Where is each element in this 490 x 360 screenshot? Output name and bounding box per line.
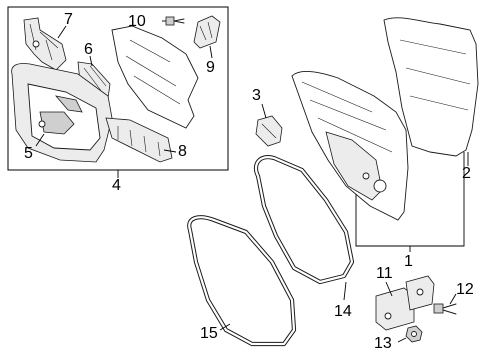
part-10-bolt	[165, 16, 185, 26]
part-7-bracket	[23, 17, 67, 71]
callout-3: 3	[252, 87, 261, 104]
leader-5	[35, 133, 45, 147]
leader-6	[89, 55, 93, 67]
part-5-trim-panel	[11, 63, 113, 163]
leader-7	[57, 25, 67, 39]
part-9-clip	[193, 15, 221, 49]
callout-9: 9	[206, 59, 215, 76]
callout-10: 10	[128, 13, 146, 30]
leader-15	[219, 323, 231, 331]
callout-15: 15	[200, 325, 218, 342]
part-15-weatherstrip	[187, 215, 297, 347]
callout-11: 11	[376, 265, 393, 282]
callout-8: 8	[178, 143, 187, 160]
leader-lines	[35, 20, 469, 343]
callout-5: 5	[24, 145, 33, 162]
callout-1: 1	[404, 253, 413, 270]
part-13-nut	[405, 325, 423, 343]
part-1-door-frame	[291, 71, 409, 221]
part-3-pad	[255, 115, 283, 147]
part-12-bolt	[433, 303, 457, 315]
leader-8	[163, 149, 177, 153]
callout-6: 6	[84, 41, 93, 58]
callout-12: 12	[456, 281, 474, 298]
part-11-hinge	[375, 275, 435, 331]
leader-3	[261, 103, 267, 119]
part-14-weatherstrip	[253, 155, 355, 285]
leader-13	[397, 337, 407, 343]
callout-4: 4	[112, 177, 121, 194]
leader-11	[385, 281, 393, 297]
part-8-trim-strip	[105, 117, 173, 163]
callout-7: 7	[64, 11, 73, 28]
callout-13: 13	[374, 335, 392, 352]
callout-14: 14	[334, 303, 352, 320]
watershield-sheet	[111, 25, 199, 129]
leader-12	[449, 293, 457, 305]
part-2-door-shell	[383, 17, 479, 157]
leader-9	[209, 45, 213, 59]
leader-14	[343, 281, 347, 301]
callout-2: 2	[462, 165, 471, 182]
